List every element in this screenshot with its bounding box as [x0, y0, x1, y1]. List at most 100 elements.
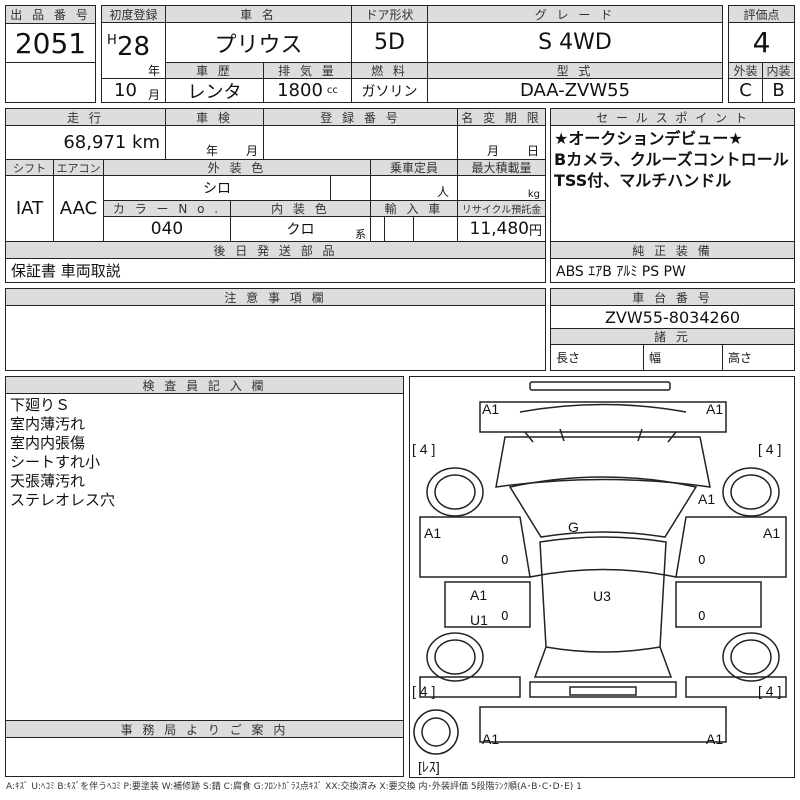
- later-parts-label: 後 日 発 送 部 品: [5, 241, 546, 259]
- aircon-label: エアコン: [53, 159, 104, 176]
- reg-no: [263, 125, 458, 160]
- zero-mark: 0: [698, 609, 706, 623]
- inspection-year-unit: 年: [206, 144, 219, 158]
- damage-left-rear-door-a: A1: [470, 587, 488, 603]
- sales-point: TSS付、マルチハンドル: [554, 171, 732, 190]
- notes-area: [5, 305, 546, 371]
- zero-mark: 0: [501, 609, 509, 623]
- max-load-label: 最大積載量: [457, 159, 546, 176]
- tire-rr: [ 4 ]: [758, 683, 782, 699]
- displacement-unit: cc: [326, 85, 338, 96]
- import-a: [370, 216, 385, 242]
- spec-height: 高さ: [722, 344, 795, 371]
- chassis-number: ZVW55-8034260: [550, 305, 795, 329]
- spec-width: 幅: [643, 344, 723, 371]
- first-reg-label: 初度登録: [101, 5, 166, 23]
- zero-mark: 0: [698, 553, 706, 567]
- lot-blank: [5, 62, 96, 103]
- later-parts: 保証書 車両取説: [5, 258, 546, 283]
- damage-left-rear-door-u: U1: [470, 612, 488, 628]
- capacity: 人: [370, 175, 458, 201]
- displacement-value: 1800: [277, 80, 323, 101]
- tire-fr: [ 4 ]: [758, 441, 782, 457]
- tire-rl: [ 4 ]: [412, 683, 436, 699]
- car-name-label: 車 名: [165, 5, 352, 23]
- model: DAA-ZVW55: [427, 78, 723, 103]
- equipment: ABS ｴｱB ｱﾙﾐ PS PW: [550, 258, 795, 283]
- aircon: AAC: [53, 175, 104, 242]
- month-unit: 月: [148, 88, 161, 102]
- history-label: 車 歴: [165, 62, 264, 79]
- damage-diagram: A1 A1 [ 4 ] [ 4 ] A1 A1 A1 G 0 0 U3 A1 U…: [409, 376, 795, 778]
- sales-points: ★オークションデビュー★ Bカメラ、クルーズコントロール TSS付、マルチハンド…: [554, 128, 789, 191]
- shift-label: シフト: [5, 159, 54, 176]
- sales-points-label: セ ー ル ス ポ イ ン ト: [550, 108, 795, 126]
- doors-label: ドア形状: [351, 5, 428, 23]
- inspector-label: 検 査 員 記 入 欄: [5, 376, 404, 394]
- year-unit: 年: [148, 64, 161, 78]
- grade: S 4WD: [427, 22, 723, 63]
- displacement-label: 排 気 量: [263, 62, 352, 79]
- damage-rear-left: A1: [482, 731, 500, 747]
- sales-point: ★オークションデビュー★: [554, 129, 743, 148]
- color-no: 040: [103, 216, 231, 242]
- recycle-label: リサイクル預託金: [457, 200, 546, 217]
- capacity-label: 乗車定員: [370, 159, 458, 176]
- import-c: [413, 216, 458, 242]
- equipment-label: 純 正 装 備: [550, 241, 795, 259]
- ext-color-extra: [330, 175, 371, 201]
- damage-left-front-door: A1: [424, 525, 442, 541]
- inspector-note: 室内薄汚れ: [10, 415, 86, 433]
- mileage-label: 走 行: [5, 108, 166, 126]
- damage-front-left: A1: [482, 401, 500, 417]
- inspector-note: シートすれ小: [10, 453, 101, 471]
- import-b: [384, 216, 414, 242]
- zero-mark: 0: [501, 553, 509, 567]
- inspection-label: 車 検: [165, 108, 264, 126]
- inspector-note: 天張薄汚れ: [10, 472, 86, 490]
- chassis-label: 車 台 番 号: [550, 288, 795, 306]
- sales-point: Bカメラ、クルーズコントロール: [554, 150, 789, 169]
- lot-label: 出 品 番 号: [5, 5, 96, 24]
- damage-front-right: A1: [706, 401, 724, 417]
- legend: A:ｷｽﾞ U:ﾍｺﾐ B:ｷｽﾞを伴うﾍｺﾐ P:要塗装 W:補修跡 S:錆 …: [6, 782, 582, 792]
- ext-color: シロ: [103, 175, 331, 201]
- mileage: 68,971 km: [5, 125, 166, 160]
- ext-color-label: 外 装 色: [103, 159, 371, 176]
- damage-right-front-door: A1: [763, 525, 781, 541]
- score: 4: [728, 22, 795, 63]
- car-name: プリウス: [165, 22, 352, 63]
- notes-label: 注 意 事 項 欄: [5, 288, 546, 306]
- int-score: B: [762, 78, 795, 103]
- shift: IAT: [5, 175, 54, 242]
- color-no-label: カ ラ ー N o .: [103, 200, 231, 217]
- era: H: [107, 33, 117, 48]
- history: レンタ: [165, 78, 264, 103]
- lot-number: 2051: [5, 23, 96, 63]
- spec-length: 長さ: [550, 344, 644, 371]
- model-label: 型 式: [427, 62, 723, 79]
- ext-score-label: 外装: [728, 62, 763, 79]
- inspector-note: 下廻りＳ: [10, 396, 71, 414]
- name-change-label: 名 変 期 限: [457, 108, 546, 126]
- specs-label: 諸 元: [550, 328, 795, 345]
- inspector-notes: 下廻りＳ 室内薄汚れ 室内内張傷 シートすれ小 天張薄汚れ ステレオレス穴: [10, 396, 115, 510]
- score-label: 評価点: [728, 5, 795, 23]
- spare-tire: [ﾚｽ]: [418, 759, 440, 775]
- recycle-unit: 円: [528, 223, 542, 239]
- inspection-month-unit: 月: [246, 144, 259, 158]
- grade-label: グ レ ー ド: [427, 5, 723, 23]
- int-color: クロ: [230, 216, 371, 242]
- office-label: 事 務 局 よ り ご 案 内: [5, 720, 404, 738]
- reg-year: 28: [117, 32, 151, 62]
- inspector-note: ステレオレス穴: [10, 491, 116, 509]
- fuel-label: 燃 料: [351, 62, 428, 79]
- recycle-value: 11,480: [469, 219, 529, 239]
- int-color-label: 内 装 色: [230, 200, 371, 217]
- fuel: ガソリン: [351, 78, 428, 103]
- name-change-day-unit: 日: [527, 144, 540, 158]
- name-change-month-unit: 月: [487, 144, 500, 158]
- car-outline-icon: [413, 381, 787, 755]
- max-load: kg: [457, 175, 546, 201]
